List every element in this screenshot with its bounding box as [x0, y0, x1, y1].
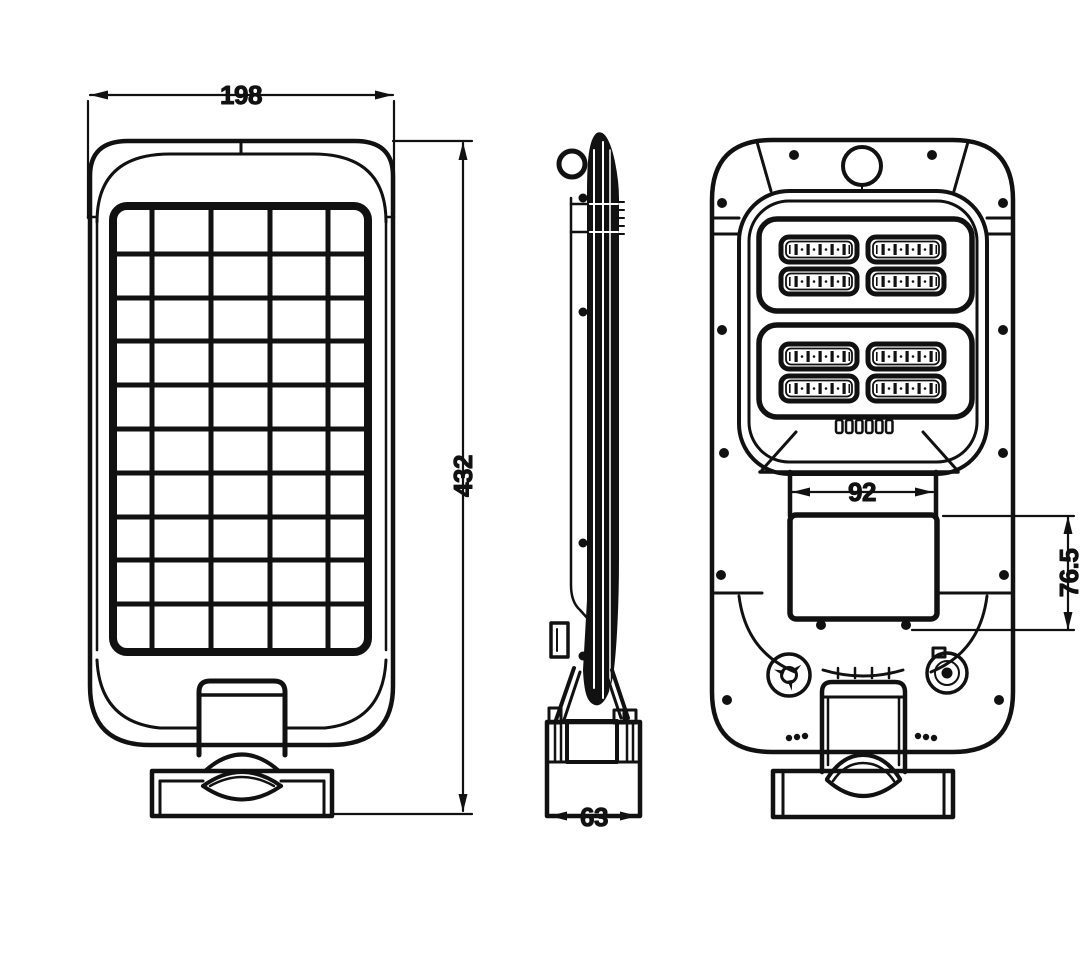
- battery-cover: [758, 430, 960, 622]
- solar-panel-grid: [113, 207, 368, 651]
- front-height-value: 432: [448, 455, 478, 497]
- motion-sensor: [925, 646, 969, 695]
- rivet-dots: [785, 732, 938, 742]
- back-view: 92 76.5: [709, 137, 1085, 820]
- front-body-outline: [86, 138, 396, 748]
- led-panel-2: [756, 322, 975, 420]
- back-mount-height-dimension: [910, 514, 1076, 632]
- hanging-hook: [556, 148, 588, 180]
- vent-holes: [834, 418, 894, 435]
- back-mounting-arm: [819, 679, 908, 798]
- back-mount-height-value: 76.5: [1054, 549, 1084, 598]
- screws: [716, 150, 1009, 705]
- back-mount-width-value: 92: [848, 477, 876, 507]
- back-mount-width-dimension: [790, 487, 935, 497]
- side-view: 63: [544, 132, 643, 833]
- front-height-dimension: [330, 139, 474, 816]
- side-depth-value: 63: [580, 802, 608, 832]
- back-mounting-base: [770, 768, 956, 820]
- front-width-value: 198: [220, 80, 262, 110]
- side-body-profile: [569, 132, 625, 706]
- solar-panel: [109, 202, 372, 656]
- front-mounting-arm: [196, 678, 288, 773]
- front-mounting-base: [149, 768, 335, 819]
- side-depth-dimension: [547, 811, 640, 821]
- adjustment-knob: [766, 652, 812, 698]
- led-panel-1: [756, 216, 975, 314]
- front-view: 198: [86, 80, 479, 819]
- light-sensor: [841, 145, 883, 192]
- back-shell: [709, 137, 1016, 755]
- side-sensor-box: [549, 621, 570, 659]
